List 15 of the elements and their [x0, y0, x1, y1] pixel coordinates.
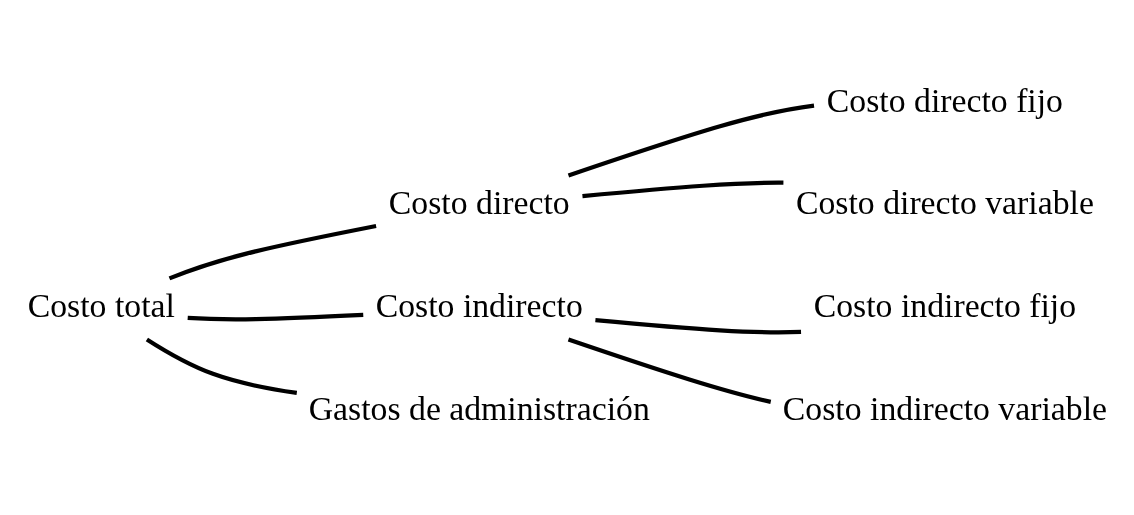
connector	[168, 223, 377, 281]
node-text: Costo indirecto variable	[782, 390, 1108, 428]
node-text: Costo directo	[388, 184, 570, 222]
node-text: Costo indirecto fijo	[813, 287, 1077, 325]
connector	[145, 337, 298, 395]
connector	[567, 337, 772, 404]
node-text: Costo directo fijo	[826, 81, 1063, 119]
node-text: Costo directo variable	[795, 184, 1094, 222]
connector	[582, 180, 784, 199]
connector	[595, 318, 802, 335]
connector	[187, 312, 364, 322]
node-text: Gastos de administración	[308, 390, 650, 428]
node-text: Costo total	[27, 287, 175, 325]
node-text: Costo indirecto	[375, 287, 583, 325]
connector	[567, 103, 815, 178]
